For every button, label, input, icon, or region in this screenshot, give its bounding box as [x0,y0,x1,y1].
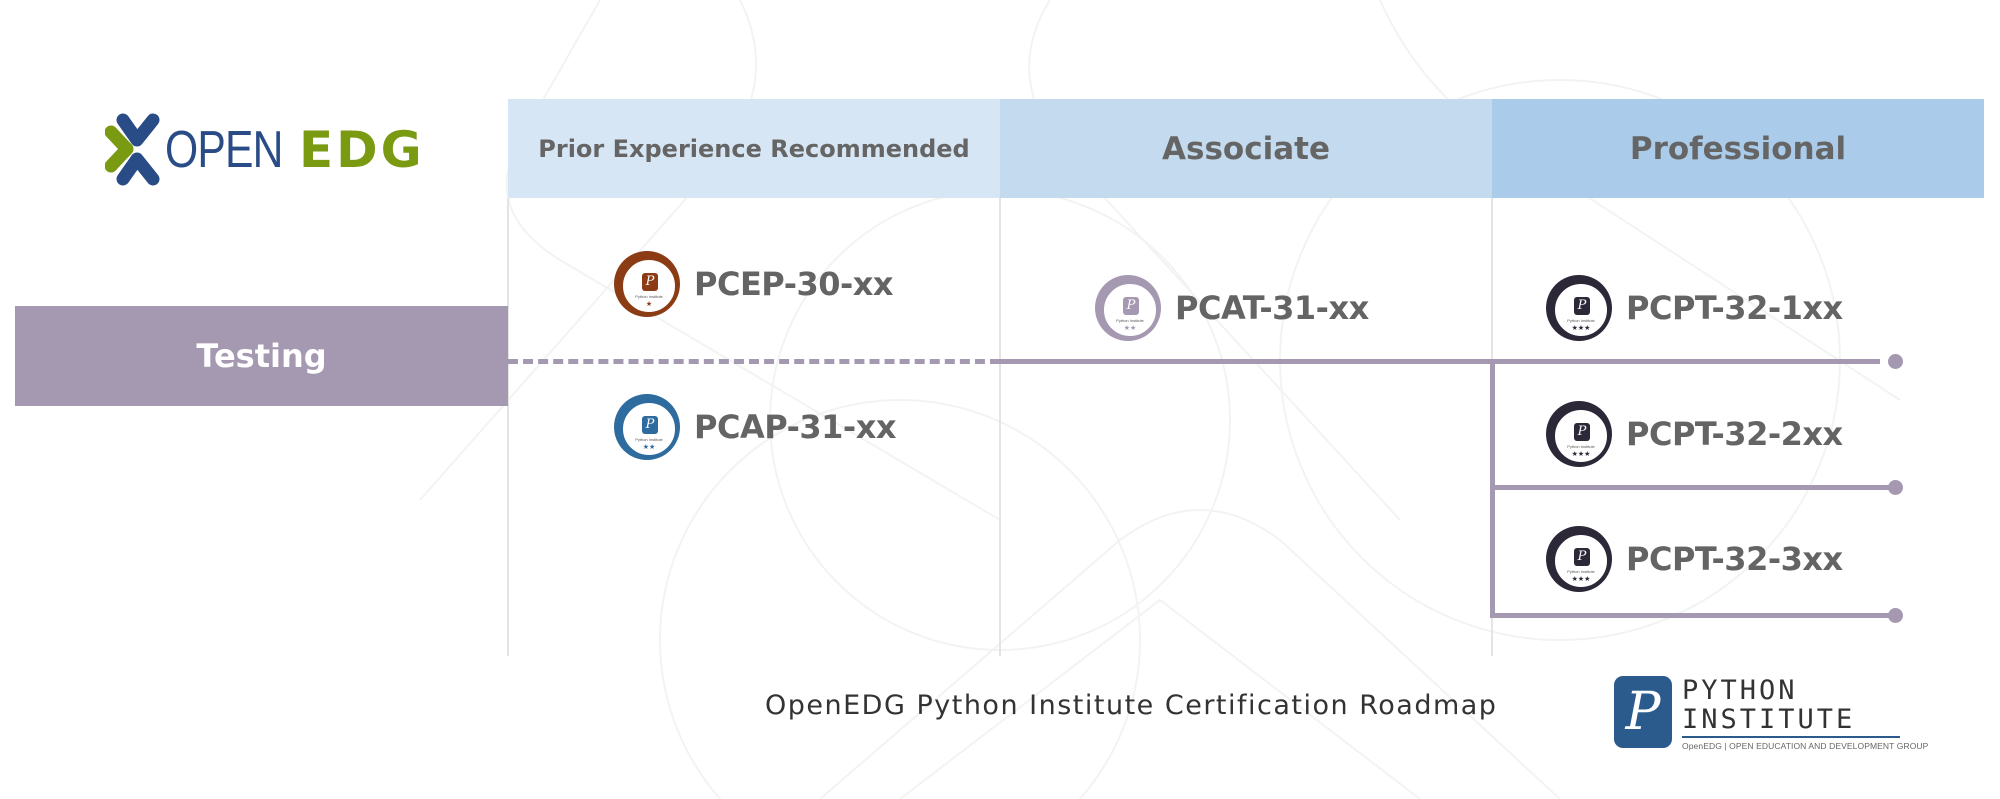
cert-code: PCPT-32-1xx [1626,289,1843,327]
header-label: Associate [1162,130,1330,167]
pcap-badge-icon: P Python Institute ★★ [614,394,680,460]
cert-code: PCPT-32-3xx [1626,540,1843,578]
cert-pcpt-2[interactable]: P Python Institute ★★★ PCPT-32-2xx [1546,401,1843,467]
track-end-dot [1888,480,1903,495]
header-associate: Associate [1000,99,1492,198]
pcep-badge-icon: P Python Institute ★ [614,251,680,317]
python-institute-logo: P PYTHON INSTITUTE OpenEDG | OPEN EDUCAT… [1614,676,1928,751]
roadmap-title: OpenEDG Python Institute Certification R… [765,690,1498,721]
branch-line-3 [1490,613,1890,618]
cert-code: PCPT-32-2xx [1626,415,1843,453]
pcat-badge-icon: P Python Institute ★★ [1095,275,1161,341]
header-label: Professional [1629,130,1847,167]
cert-pcap[interactable]: P Python Institute ★★ PCAP-31-xx [614,394,896,460]
pcpt-badge-icon: P Python Institute ★★★ [1546,275,1612,341]
logo-open-text: OPEN [165,120,283,179]
branch-line-2 [1490,485,1890,490]
cert-pcat[interactable]: P Python Institute ★★ PCAT-31-xx [1095,275,1369,341]
header-prior-experience: Prior Experience Recommended [508,99,1000,198]
cert-pcpt-1[interactable]: P Python Institute ★★★ PCPT-32-1xx [1546,275,1843,341]
cert-pcep[interactable]: P Python Institute ★ PCEP-30-xx [614,251,894,317]
track-end-dot [1888,608,1903,623]
openedg-logo: OPEN EDG [105,112,425,187]
main-track-line [1000,359,1880,364]
prior-dashed-connector [508,359,1000,364]
track-testing[interactable]: Testing [15,306,508,406]
column-divider [999,198,1001,656]
cert-code: PCEP-30-xx [694,265,894,303]
column-divider [507,198,509,656]
header-label: Prior Experience Recommended [538,134,970,163]
pcpt-badge-icon: P Python Institute ★★★ [1546,401,1612,467]
header-professional: Professional [1492,99,1984,198]
pcpt-badge-icon: P Python Institute ★★★ [1546,526,1612,592]
pi-logo-line1: PYTHON [1682,675,1798,706]
track-label: Testing [196,337,327,375]
cert-code: PCAT-31-xx [1175,289,1369,327]
openedg-x-mark-icon [105,113,160,186]
cert-pcpt-3[interactable]: P Python Institute ★★★ PCPT-32-3xx [1546,526,1843,592]
cert-code: PCAP-31-xx [694,408,896,446]
track-end-dot [1888,354,1903,369]
pi-logo-rule [1682,736,1900,738]
pi-logo-line2: INSTITUTE [1682,704,1856,735]
logo-edg-text: EDG [299,120,425,179]
pi-logo-subtitle: OpenEDG | OPEN EDUCATION AND DEVELOPMENT… [1682,741,1929,751]
python-institute-p-icon: P [1614,676,1672,748]
